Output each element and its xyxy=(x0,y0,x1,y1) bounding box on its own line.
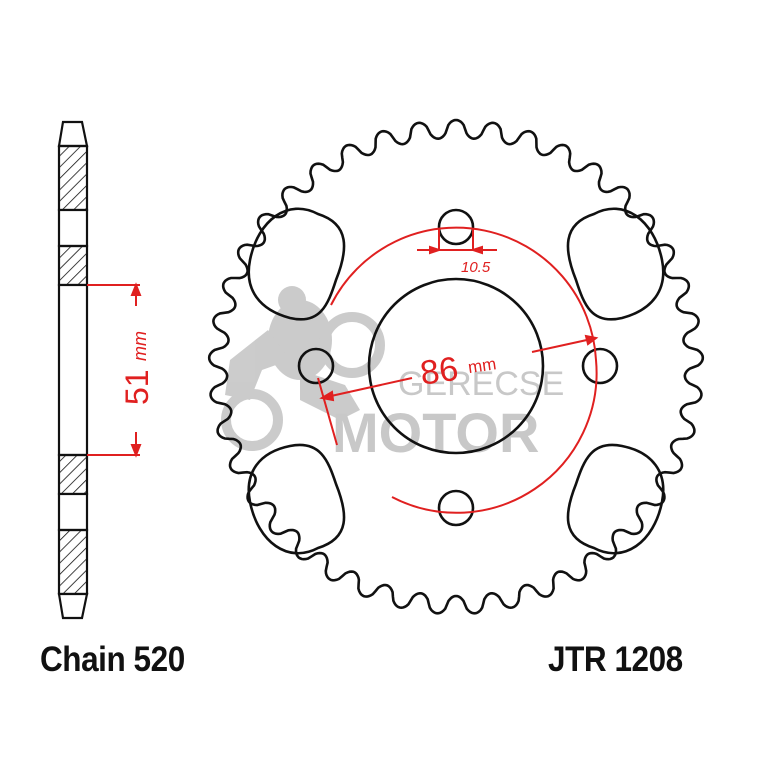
sprocket-teeth-outline xyxy=(207,118,705,615)
slot-top-left xyxy=(247,207,346,321)
part-number-label: JTR 1208 xyxy=(548,640,683,679)
lightening-slots xyxy=(247,207,665,555)
bolt-hole-top xyxy=(437,208,475,246)
bolt-hole-left xyxy=(297,347,335,385)
bolt-hole-bottom xyxy=(437,489,475,527)
side-profile-view xyxy=(57,120,89,620)
width-dimension-value: 51 xyxy=(119,369,155,405)
bolt-circle-value: 86 xyxy=(418,350,461,393)
slot-bottom-right xyxy=(566,443,665,555)
bolt-circle-dimension xyxy=(317,226,599,514)
hub-bore xyxy=(367,277,545,455)
width-dimension xyxy=(87,282,142,458)
slot-bottom-left xyxy=(247,443,346,555)
bolt-hole-diameter-value: 10.5 xyxy=(461,259,491,276)
bolt-hole-right xyxy=(581,347,619,385)
svg-text:MOTOR: MOTOR xyxy=(332,401,539,464)
slot-top-right xyxy=(566,207,665,321)
chain-size-label: Chain 520 xyxy=(40,640,185,679)
bolt-circle-unit: mm xyxy=(467,354,498,377)
width-dimension-unit: mm xyxy=(130,331,150,361)
bolt-holes xyxy=(297,208,619,527)
